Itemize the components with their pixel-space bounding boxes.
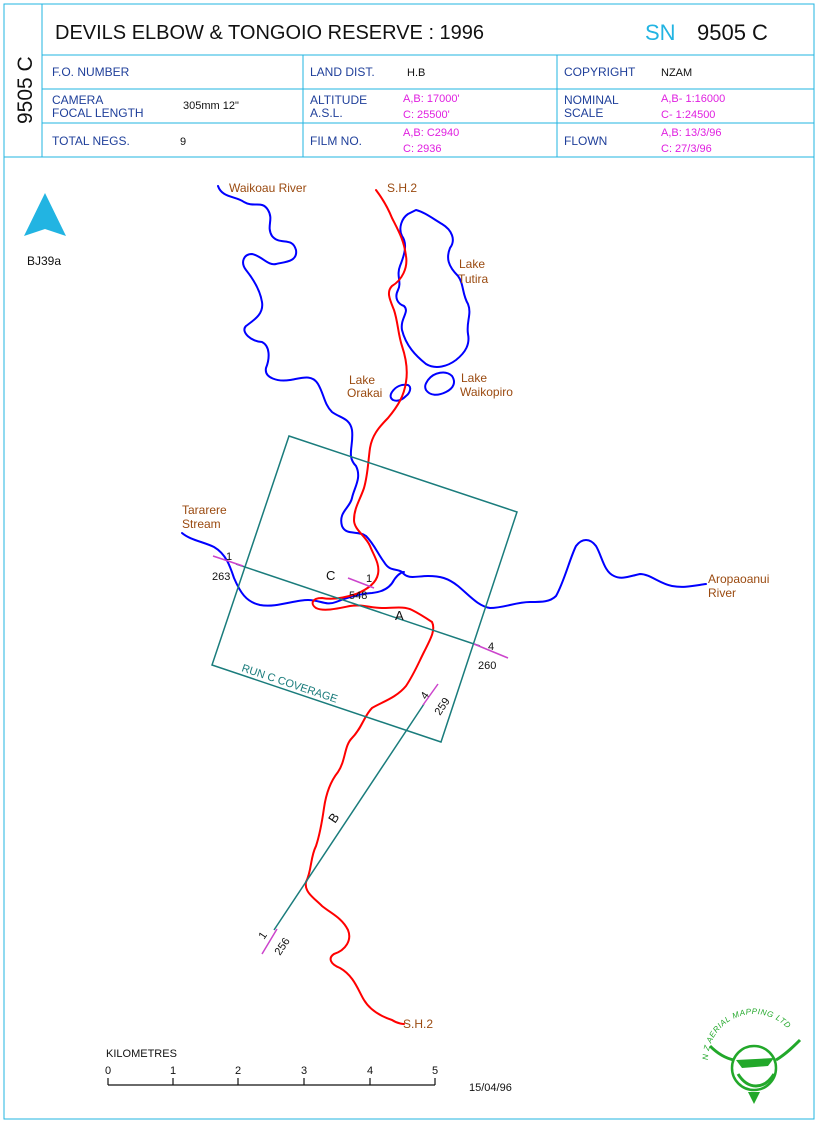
side-code: 9505 C <box>14 56 37 124</box>
run-b-line <box>273 703 425 931</box>
focal-length-value: 305mm 12" <box>183 100 239 112</box>
scale-bar: KILOMETRES 0 1 2 3 4 5 <box>105 1048 438 1086</box>
map-date: 15/04/96 <box>469 1082 512 1094</box>
north-arrow-icon: N <box>24 193 66 243</box>
run-b-start-exposure: 1 <box>257 930 270 942</box>
run-c-negative: 548 <box>349 590 367 602</box>
run-a-end-negative: 260 <box>478 660 496 672</box>
copyright-label: COPYRIGHT <box>564 65 636 79</box>
lake-orakai-label-1: Lake <box>349 373 375 387</box>
scale-label-0: 0 <box>105 1065 111 1077</box>
run-b-label: B <box>325 810 342 826</box>
altitude-ab-value: A,B: 17000' <box>403 93 460 105</box>
sh2-bottom-label: S.H.2 <box>403 1017 433 1031</box>
waikoau-river <box>217 185 707 609</box>
lake-orakai-label-2: Orakai <box>347 386 382 400</box>
outer-border <box>3 3 815 1120</box>
lake-tutira-label-1: Lake <box>459 257 485 271</box>
fo-number-label: F.O. NUMBER <box>52 65 130 79</box>
run-a-start-negative: 263 <box>212 571 230 583</box>
run-b-end-exposure: 4 <box>419 690 432 702</box>
altitude-label: ALTITUDE <box>310 93 367 107</box>
lake-waikopiro-label-2: Waikopiro <box>460 385 513 399</box>
run-b-end-tick <box>422 683 439 706</box>
map-reference: BJ39a <box>27 254 61 268</box>
state-highway-2 <box>304 189 435 1025</box>
run-a-label: A <box>395 608 404 623</box>
asl-label: A.S.L. <box>310 106 343 120</box>
sn-number: 9505 C <box>697 20 768 45</box>
lake-tutira <box>395 209 471 368</box>
land-dist-label: LAND DIST. <box>310 65 375 79</box>
scale-label: SCALE <box>564 106 603 120</box>
sn-label: SN <box>645 20 676 45</box>
film-no-label: FILM NO. <box>310 134 362 148</box>
sh2-top-label: S.H.2 <box>387 181 417 195</box>
nominal-label: NOMINAL <box>564 93 619 107</box>
nz-aerial-mapping-logo: N Z AERIAL MAPPING LTD <box>701 1007 802 1104</box>
scale-label-2: 2 <box>235 1065 241 1077</box>
north-letter: N <box>42 233 49 243</box>
film-c-value: C: 2936 <box>403 143 442 155</box>
map-title: DEVILS ELBOW & TONGOIO RESERVE : 1996 <box>55 22 484 44</box>
flown-c-value: C: 27/3/96 <box>661 143 712 155</box>
logo-text: N Z AERIAL MAPPING LTD <box>701 1007 793 1060</box>
run-c-coverage-label: RUN C COVERAGE <box>240 662 339 705</box>
total-negs-value: 9 <box>180 136 186 148</box>
altitude-c-value: C: 25500' <box>403 109 450 121</box>
flown-label: FLOWN <box>564 134 607 148</box>
focal-length-label: FOCAL LENGTH <box>52 106 144 120</box>
aropaoanui-river-label-1: Aropaoanui <box>708 572 769 586</box>
scale-c-value: C- 1:24500 <box>661 109 715 121</box>
scale-bar-title: KILOMETRES <box>106 1048 177 1060</box>
run-b-start-tick <box>261 928 278 955</box>
lake-tutira-label-2: Tutira <box>458 272 489 286</box>
lake-waikopiro-label-1: Lake <box>461 371 487 385</box>
scale-label-3: 3 <box>301 1065 307 1077</box>
aropaoanui-river-label-2: River <box>708 586 736 600</box>
run-c-exposure: 1 <box>366 573 372 585</box>
run-a-start-exposure: 1 <box>226 551 232 563</box>
total-negs-label: TOTAL NEGS. <box>52 134 130 148</box>
run-c-label: C <box>326 568 335 583</box>
scale-label-5: 5 <box>432 1065 438 1077</box>
land-dist-value: H.B <box>407 67 425 79</box>
waikoau-river-label: Waikoau River <box>229 181 307 195</box>
camera-label: CAMERA <box>52 93 103 107</box>
tararere-stream <box>181 532 405 607</box>
run-c-coverage-area <box>211 435 518 743</box>
scale-label-1: 1 <box>170 1065 176 1077</box>
tararere-stream-label-2: Stream <box>182 517 221 531</box>
scale-label-4: 4 <box>367 1065 373 1077</box>
run-a-end-exposure: 4 <box>488 641 494 653</box>
flown-ab-value: A,B: 13/3/96 <box>661 127 722 139</box>
run-c-tick <box>347 577 375 589</box>
tararere-stream-label-1: Tararere <box>182 503 227 517</box>
film-ab-value: A,B: C2940 <box>403 127 459 139</box>
run-a-line <box>235 563 481 647</box>
run-a-end-tick <box>473 643 509 659</box>
lake-orakai <box>389 383 412 402</box>
run-b-start-negative: 256 <box>273 936 293 958</box>
run-a-start-tick <box>212 555 244 567</box>
scale-ab-value: A,B- 1:16000 <box>661 93 725 105</box>
lake-waikopiro <box>424 371 455 396</box>
header-frame <box>3 3 815 1120</box>
copyright-value: NZAM <box>661 67 692 79</box>
